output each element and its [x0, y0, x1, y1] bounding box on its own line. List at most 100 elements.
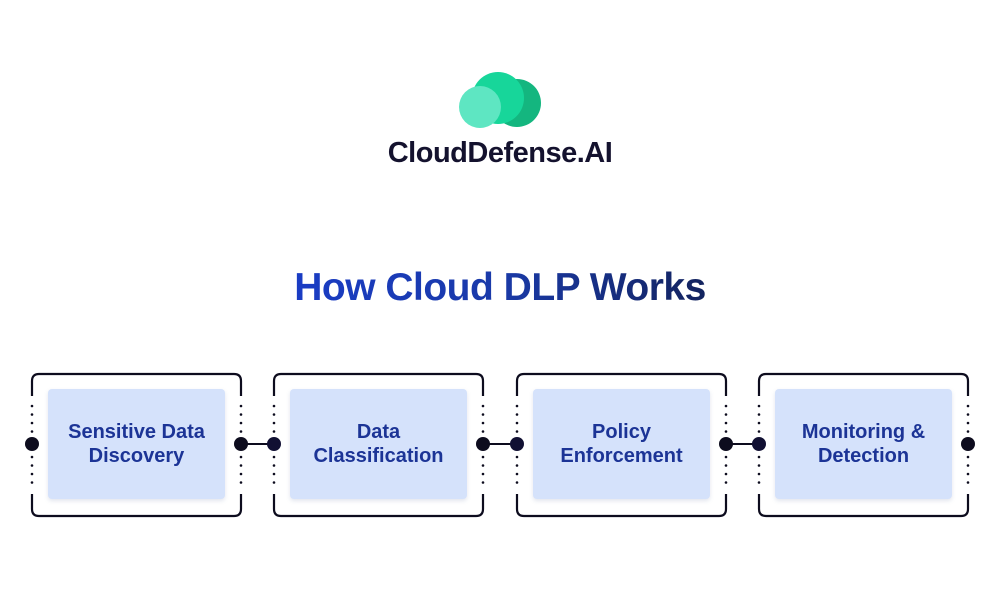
frame-dot-left	[757, 464, 761, 467]
page-title-text: How Cloud DLP Works	[294, 266, 706, 309]
step-box: Monitoring & Detection	[775, 389, 952, 499]
frame-dot-right	[481, 455, 485, 459]
frame-dot-left	[30, 472, 34, 476]
frame-dot-left	[30, 481, 34, 484]
frame-bottom-bracket	[30, 494, 243, 518]
node-right	[961, 437, 975, 451]
frame-top-bracket	[30, 372, 243, 396]
frame-dot-left	[272, 430, 276, 433]
frame-dot-left	[272, 472, 276, 476]
node-right	[234, 437, 248, 451]
step-3: Policy Enforcement	[510, 372, 733, 518]
frame-dot-right	[724, 472, 728, 476]
frame-dot-right	[239, 455, 243, 459]
frame-dot-right	[724, 430, 728, 433]
frame-dot-left	[515, 421, 519, 425]
frame-dot-left	[30, 464, 34, 467]
frame-dot-right	[724, 413, 728, 416]
frame-dot-left	[757, 472, 761, 476]
frame-dot-right	[724, 404, 728, 408]
frame-dot-left	[757, 404, 761, 408]
frame-dot-left	[757, 455, 761, 459]
frame-dot-left	[515, 404, 519, 408]
frame-dot-right	[724, 421, 728, 425]
frame-dot-left	[30, 455, 34, 459]
frame-dot-right	[481, 464, 485, 467]
frame-dot-left	[515, 481, 519, 484]
frame-dot-left	[757, 413, 761, 416]
node-right	[476, 437, 490, 451]
frame-dot-right	[481, 472, 485, 476]
step-label: Sensitive Data Discovery	[68, 421, 205, 467]
frame-top-bracket	[757, 372, 970, 396]
node-left	[510, 437, 524, 451]
frame-dot-right	[966, 464, 970, 467]
frame-dot-left	[757, 481, 761, 484]
node-left	[267, 437, 281, 451]
frame-dot-right	[481, 413, 485, 416]
frame-dot-left	[272, 481, 276, 484]
frame-dot-left	[757, 430, 761, 433]
frame-dot-right	[724, 455, 728, 459]
step-1: Sensitive Data Discovery	[25, 372, 248, 518]
frame-dot-left	[515, 472, 519, 476]
step-box: Policy Enforcement	[533, 389, 710, 499]
frame-dot-right	[966, 404, 970, 408]
frame-dot-left	[272, 413, 276, 416]
frame-bottom-bracket	[272, 494, 485, 518]
frame-dot-right	[239, 430, 243, 433]
frame-dot-right	[966, 413, 970, 416]
frame-dot-right	[481, 421, 485, 425]
frame-dot-left	[515, 464, 519, 467]
step-box: Data Classification	[290, 389, 467, 499]
frame-dot-right	[239, 413, 243, 416]
frame-dot-right	[239, 464, 243, 467]
frame-dot-right	[239, 404, 243, 408]
frame-dot-left	[515, 455, 519, 459]
frame-dot-left	[757, 421, 761, 425]
frame-dot-left	[515, 430, 519, 433]
frame-dot-right	[966, 472, 970, 476]
logo-circle-light	[459, 86, 501, 128]
frame-dot-left	[30, 421, 34, 425]
frame-dot-right	[239, 481, 243, 484]
frame-dot-right	[966, 421, 970, 425]
step-label: Monitoring & Detection	[801, 421, 926, 467]
frame-dot-left	[272, 404, 276, 408]
frame-dot-left	[30, 404, 34, 408]
frame-top-bracket	[272, 372, 485, 396]
step-label: Policy Enforcement	[560, 421, 683, 467]
frame-top-bracket	[515, 372, 728, 396]
frame-dot-right	[966, 481, 970, 484]
brand-name: CloudDefense.AI	[387, 137, 613, 169]
frame-dot-right	[481, 481, 485, 484]
step-4: Monitoring & Detection	[752, 372, 975, 518]
frame-bottom-bracket	[757, 494, 970, 518]
step-label: Data Classification	[313, 421, 444, 467]
cloud-icon	[459, 72, 541, 128]
step-box: Sensitive Data Discovery	[48, 389, 225, 499]
frame-dot-right	[966, 430, 970, 433]
frame-dot-right	[966, 455, 970, 459]
node-right	[719, 437, 733, 451]
step-frame	[25, 372, 248, 518]
frame-dot-left	[272, 455, 276, 459]
frame-dot-left	[272, 464, 276, 467]
node-left	[25, 437, 39, 451]
frame-dot-left	[272, 421, 276, 425]
frame-dot-right	[481, 430, 485, 433]
page-title: How Cloud DLP Works	[0, 266, 1000, 310]
frame-dot-right	[239, 472, 243, 476]
frame-dot-left	[30, 413, 34, 416]
frame-dot-right	[481, 404, 485, 408]
node-left	[752, 437, 766, 451]
frame-dot-left	[515, 413, 519, 416]
frame-dot-right	[724, 464, 728, 467]
frame-dot-right	[239, 421, 243, 425]
step-frame	[510, 372, 733, 518]
step-frame	[267, 372, 490, 518]
step-frame	[752, 372, 975, 518]
frame-dot-right	[724, 481, 728, 484]
step-2: Data Classification	[267, 372, 490, 518]
frame-dot-left	[30, 430, 34, 433]
